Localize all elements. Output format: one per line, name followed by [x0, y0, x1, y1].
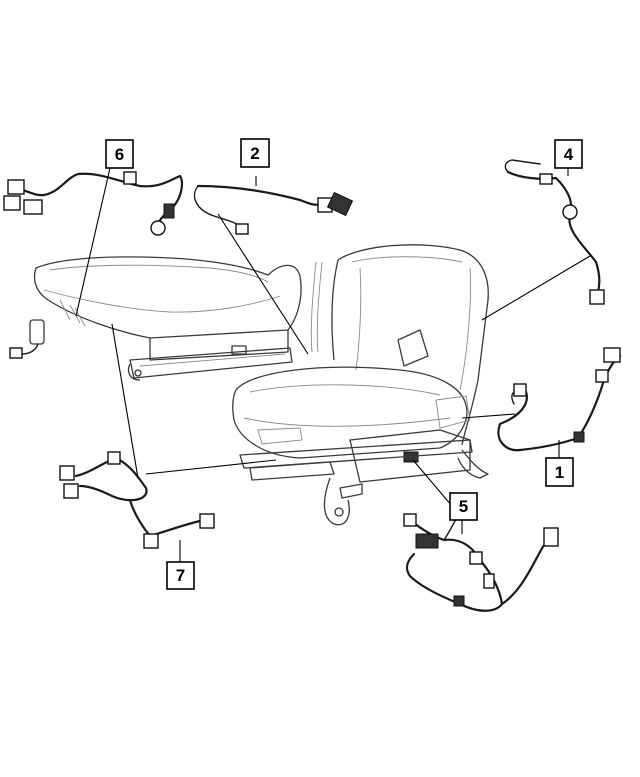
- callout-5: 5: [449, 492, 478, 521]
- leader-7b: [111, 323, 139, 479]
- callout-6-label: 6: [115, 145, 124, 164]
- harness-2: [193, 184, 354, 235]
- leader-1b: [461, 413, 516, 419]
- callout-1: 1: [545, 457, 574, 487]
- leader-6: [75, 167, 111, 317]
- leader-7c: [145, 459, 277, 475]
- callout-2-label: 2: [250, 144, 259, 163]
- harness-6: [3, 171, 183, 236]
- callout-4-label: 4: [564, 145, 574, 164]
- harness-1: [497, 347, 622, 452]
- callout-1-label: 1: [555, 463, 564, 482]
- leader-lines: [75, 167, 591, 562]
- harness-5: [403, 511, 559, 612]
- harness-4: [504, 159, 605, 305]
- seat-cushion-left: [9, 256, 302, 381]
- callout-2: 2: [240, 138, 270, 168]
- leader-2b: [217, 213, 309, 355]
- callout-7: 7: [166, 561, 195, 590]
- harness-7: [59, 451, 215, 549]
- seat-assembly-main: [232, 244, 489, 526]
- callout-7-label: 7: [176, 566, 185, 585]
- leader-5b: [412, 459, 453, 507]
- callout-5-label: 5: [459, 497, 468, 516]
- leader-4b: [481, 255, 591, 321]
- callout-6: 6: [105, 139, 134, 169]
- callout-4: 4: [554, 139, 583, 169]
